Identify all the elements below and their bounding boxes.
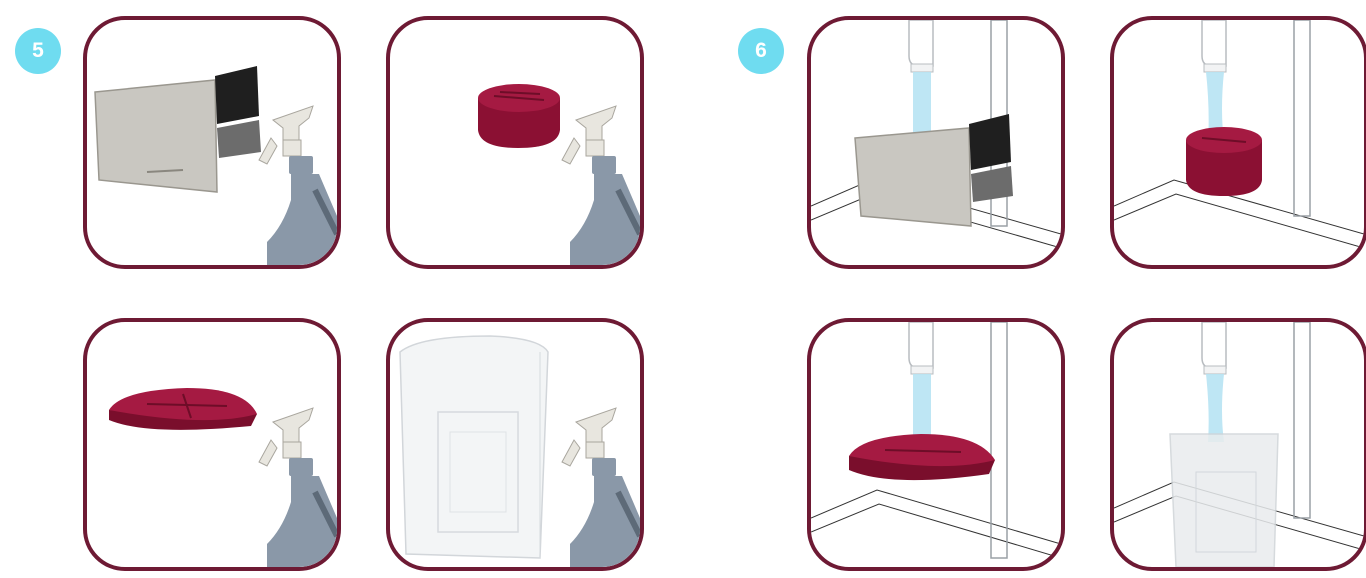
round-filter-rinse-illustration — [1114, 20, 1364, 265]
flat-filter-spray-illustration — [87, 322, 337, 567]
flat-filter-rinse-illustration — [811, 322, 1061, 567]
step-5-badge: 5 — [15, 28, 61, 74]
step-6-panel-tank — [1110, 318, 1366, 571]
water-tank-icon — [1170, 434, 1278, 567]
round-filter-icon — [478, 84, 560, 148]
flat-filter-icon — [109, 388, 257, 430]
spray-bottle-icon — [562, 106, 640, 265]
cartridge-rinse-illustration — [811, 20, 1061, 265]
water-tank-icon — [400, 336, 548, 558]
step-6-panel-cartridge — [807, 16, 1065, 269]
faucet-icon — [1202, 322, 1226, 442]
step-5-panel-cartridge — [83, 16, 341, 269]
filter-cartridge-icon — [855, 114, 1013, 226]
step-5-panel-round-filter — [386, 16, 644, 269]
step-5-panel-flat-filter — [83, 318, 341, 571]
cartridge-spray-illustration — [87, 20, 337, 265]
sink-post — [991, 322, 1007, 558]
spray-bottle-icon — [259, 106, 337, 265]
step-6-panel-round-filter — [1110, 16, 1366, 269]
sink-post — [1294, 20, 1310, 216]
tank-spray-illustration — [390, 322, 640, 567]
flat-filter-icon — [849, 434, 995, 480]
round-filter-icon — [1186, 127, 1262, 196]
spray-bottle-icon — [562, 408, 640, 567]
sink-outline — [811, 490, 1061, 558]
spray-bottle-icon — [259, 408, 337, 567]
sink-post — [1294, 322, 1310, 518]
filter-cartridge-icon — [95, 66, 261, 192]
step-6-panel-flat-filter — [807, 318, 1065, 571]
tank-rinse-illustration — [1114, 322, 1364, 567]
step-6-badge: 6 — [738, 28, 784, 74]
step-5-panel-tank — [386, 318, 644, 571]
faucet-icon — [1202, 20, 1226, 142]
round-filter-spray-illustration — [390, 20, 640, 265]
faucet-icon — [909, 322, 933, 446]
faucet-icon — [909, 20, 933, 140]
